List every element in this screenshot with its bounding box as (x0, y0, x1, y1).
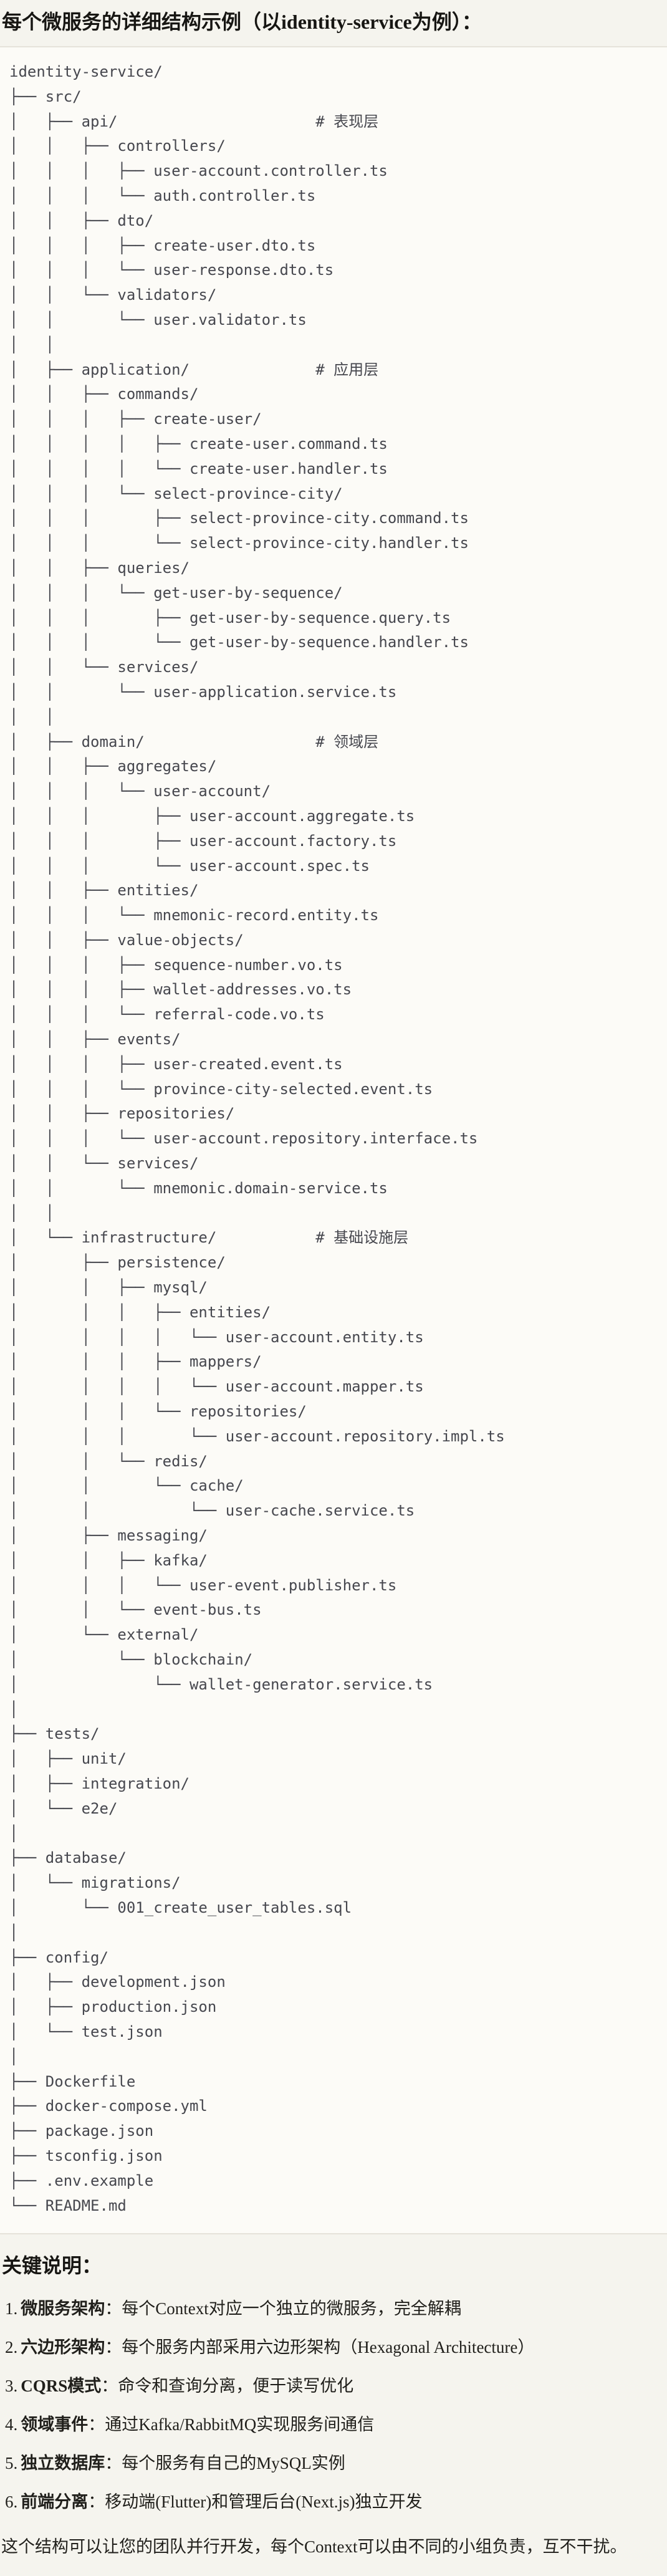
note-label: 前端分离 (21, 2492, 89, 2512)
note-label: 微服务架构 (21, 2299, 105, 2319)
note-label: 领域事件 (21, 2415, 89, 2434)
note-number: 5. (5, 2454, 18, 2473)
note-item-2: 2.六边形架构：每个服务内部采用六边形架构（Hexagonal Architec… (5, 2337, 667, 2358)
note-item-4: 4.领域事件：通过Kafka/RabbitMQ实现服务间通信 (5, 2414, 667, 2436)
note-item-5: 5.独立数据库：每个服务有自己的MySQL实例 (5, 2453, 667, 2474)
note-number: 3. (5, 2377, 18, 2396)
note-text: ：每个服务内部采用六边形架构（Hexagonal Architecture） (105, 2338, 535, 2357)
note-item-1: 1.微服务架构：每个Context对应一个独立的微服务，完全解耦 (5, 2298, 667, 2320)
note-text: ：移动端(Flutter)和管理后台(Next.js)独立开发 (88, 2492, 423, 2512)
document-page: 每个微服务的详细结构示例（以identity-service为例）： ident… (0, 9, 667, 2558)
footer-note: 这个结构可以让您的团队并行开发，每个Context可以由不同的小组负责，互不干扰… (1, 2537, 627, 2557)
note-item-3: 3.CQRS模式：命令和查询分离，便于读写优化 (5, 2375, 667, 2397)
note-text: ：每个服务有自己的MySQL实例 (105, 2454, 345, 2473)
code-block: identity-service/ ├── src/ │ ├── api/ # … (0, 46, 667, 2235)
note-number: 4. (5, 2415, 18, 2434)
note-text: ：命令和查询分离，便于读写优化 (101, 2377, 354, 2396)
note-label: 独立数据库 (21, 2454, 105, 2473)
note-item-6: 6.前端分离：移动端(Flutter)和管理后台(Next.js)独立开发 (5, 2491, 667, 2513)
note-label: 六边形架构 (21, 2338, 105, 2357)
note-label: CQRS模式 (21, 2377, 102, 2396)
note-number: 2. (5, 2338, 18, 2357)
note-number: 1. (5, 2299, 18, 2319)
note-text: ：通过Kafka/RabbitMQ实现服务间通信 (88, 2415, 375, 2434)
file-tree: identity-service/ ├── src/ │ ├── api/ # … (9, 63, 505, 2214)
page-title: 每个微服务的详细结构示例（以identity-service为例）： (2, 11, 482, 33)
note-text: ：每个Context对应一个独立的微服务，完全解耦 (105, 2299, 461, 2319)
note-number: 6. (5, 2492, 18, 2512)
notes-heading: 关键说明： (2, 2254, 102, 2277)
notes-list: 1.微服务架构：每个Context对应一个独立的微服务，完全解耦 2.六边形架构… (0, 2298, 667, 2513)
